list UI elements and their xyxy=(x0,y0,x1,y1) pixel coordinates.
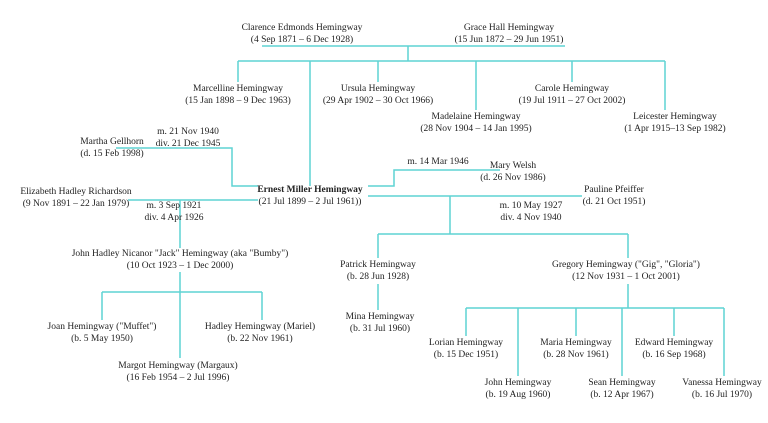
person-dates: (4 Sep 1871 – 6 Dec 1928) xyxy=(250,35,354,45)
person-name: Ursula Hemingway xyxy=(340,84,416,94)
person-name: Gregory Hemingway ("Gig", "Gloria") xyxy=(552,260,700,270)
divorce-date: div. 21 Dec 1945 xyxy=(155,139,221,149)
divorce-date: div. 4 Nov 1940 xyxy=(500,213,562,223)
person-dates: (12 Nov 1931 – 1 Oct 2001) xyxy=(572,272,680,282)
person-dates: (d. 21 Oct 1951) xyxy=(582,197,646,207)
person-carole: Carole Hemingway (19 Jul 1911 – 27 Oct 2… xyxy=(519,83,626,107)
person-name: Clarence Edmonds Hemingway xyxy=(241,23,363,33)
person-madelaine: Madelaine Hemingway (28 Nov 1904 – 14 Ja… xyxy=(420,111,531,135)
marriage-label-elizabeth: m. 3 Sep 1921 div. 4 Apr 1926 xyxy=(144,200,203,224)
person-martha: Martha Gellhorn (d. 15 Feb 1998) xyxy=(80,136,144,160)
person-dates: (b. 16 Sep 1968) xyxy=(642,350,706,360)
marriage-label-mary: m. 14 Mar 1946 xyxy=(407,156,468,168)
person-name: Carole Hemingway xyxy=(534,84,610,94)
person-name: Elizabeth Hadley Richardson xyxy=(20,187,132,197)
person-ursula: Ursula Hemingway (29 Apr 1902 – 30 Oct 1… xyxy=(323,83,433,107)
marriage-date: m. 14 Mar 1946 xyxy=(407,157,469,167)
person-mary: Mary Welsh (d. 26 Nov 1986) xyxy=(480,160,545,184)
person-dates: (d. 15 Feb 1998) xyxy=(80,149,144,159)
person-dates: (9 Nov 1891 – 22 Jan 1979) xyxy=(22,199,130,209)
marriage-date: m. 3 Sep 1921 xyxy=(146,201,202,211)
person-name: John Hadley Nicanor "Jack" Hemingway (ak… xyxy=(71,249,289,259)
person-name: Martha Gellhorn xyxy=(80,137,144,147)
person-marcelline: Marcelline Hemingway (15 Jan 1898 – 9 De… xyxy=(185,83,291,107)
person-dates: (19 Jul 1911 – 27 Oct 2002) xyxy=(518,96,626,106)
person-pauline: Pauline Pfeiffer (d. 21 Oct 1951) xyxy=(583,184,646,208)
person-name: Mina Hemingway xyxy=(345,312,415,322)
person-dates: (d. 26 Nov 1986) xyxy=(480,173,546,183)
person-name: Lorian Hemingway xyxy=(428,338,504,348)
person-name: Vanessa Hemingway xyxy=(682,378,762,388)
elizabeth-marriage-connector xyxy=(128,199,258,248)
person-name: Grace Hall Hemingway xyxy=(463,23,555,33)
person-name: Leicester Hemingway xyxy=(633,112,717,122)
person-elizabeth: Elizabeth Hadley Richardson (9 Nov 1891 … xyxy=(20,186,131,210)
person-name: Sean Hemingway xyxy=(588,378,656,388)
person-hadley: Hadley Hemingway (Mariel) (b. 22 Nov 196… xyxy=(205,321,315,345)
person-dates: (28 Nov 1904 – 14 Jan 1995) xyxy=(420,124,532,134)
person-name: Edward Hemingway xyxy=(634,338,714,348)
person-dates: (b. 5 May 1950) xyxy=(71,334,133,344)
person-name: Marcelline Hemingway xyxy=(193,84,283,94)
person-name: Pauline Pfeiffer xyxy=(584,185,644,195)
person-edward: Edward Hemingway (b. 16 Sep 1968) xyxy=(635,337,713,361)
person-jack: John Hadley Nicanor "Jack" Hemingway (ak… xyxy=(72,248,289,272)
person-dates: (29 Apr 1902 – 30 Oct 1966) xyxy=(322,96,434,106)
parents-children-connector xyxy=(237,45,666,186)
person-dates: (b. 12 Apr 1967) xyxy=(590,390,654,400)
person-name: Maria Hemingway xyxy=(540,338,612,348)
marriage-label-pauline: m. 10 May 1927 div. 4 Nov 1940 xyxy=(500,200,563,224)
person-dates: (b. 15 Dec 1951) xyxy=(433,350,499,360)
person-john: John Hemingway (b. 19 Aug 1960) xyxy=(485,377,552,401)
person-name: Mary Welsh xyxy=(489,161,537,171)
person-dates: (10 Oct 1923 – 1 Dec 2000) xyxy=(126,261,234,271)
person-dates: (1 Apr 1915–13 Sep 1982) xyxy=(624,124,726,134)
person-dates: (b. 19 Aug 1960) xyxy=(485,390,551,400)
person-patrick: Patrick Hemingway (b. 28 Jun 1928) xyxy=(340,259,416,283)
person-margot: Margot Hemingway (Margaux) (16 Feb 1954 … xyxy=(118,360,237,384)
marriage-date: m. 10 May 1927 xyxy=(499,201,563,211)
person-dates: (b. 28 Nov 1961) xyxy=(543,350,609,360)
person-leicester: Leicester Hemingway (1 Apr 1915–13 Sep 1… xyxy=(624,111,725,135)
person-dates: (b. 16 Jul 1970) xyxy=(691,390,753,400)
person-dates: (15 Jun 1872 – 29 Jun 1951) xyxy=(454,35,564,45)
mary-marriage-connector xyxy=(368,169,500,187)
person-maria: Maria Hemingway (b. 28 Nov 1961) xyxy=(540,337,612,361)
person-dates: (b. 28 Jun 1928) xyxy=(346,272,410,282)
divorce-date: div. 4 Apr 1926 xyxy=(144,213,204,223)
marriage-date: m. 21 Nov 1940 xyxy=(157,127,219,137)
person-name: John Hemingway xyxy=(484,378,552,388)
person-name: Hadley Hemingway (Mariel) xyxy=(204,322,316,332)
person-grace: Grace Hall Hemingway (15 Jun 1872 – 29 J… xyxy=(455,22,564,46)
person-vanessa: Vanessa Hemingway (b. 16 Jul 1970) xyxy=(682,377,761,401)
person-name: Joan Hemingway ("Muffet") xyxy=(47,322,157,332)
person-lorian: Lorian Hemingway (b. 15 Dec 1951) xyxy=(429,337,503,361)
person-dates: (15 Jan 1898 – 9 Dec 1963) xyxy=(185,96,291,106)
person-dates: (b. 22 Nov 1961) xyxy=(227,334,293,344)
jack-children-connector xyxy=(101,272,263,358)
person-name: Madelaine Hemingway xyxy=(431,112,521,122)
person-name: Ernest Miller Hemingway xyxy=(257,185,363,195)
gregory-children-connector xyxy=(465,284,725,376)
person-ernest: Ernest Miller Hemingway (21 Jul 1899 – 2… xyxy=(257,184,362,208)
person-dates: (b. 31 Jul 1960) xyxy=(349,324,411,334)
person-name: Margot Hemingway (Margaux) xyxy=(118,361,238,371)
marriage-label-martha: m. 21 Nov 1940 div. 21 Dec 1945 xyxy=(156,126,221,150)
person-gregory: Gregory Hemingway ("Gig", "Gloria") (12 … xyxy=(552,259,700,283)
person-dates: (16 Feb 1954 – 2 Jul 1996) xyxy=(126,373,230,383)
person-clarence: Clarence Edmonds Hemingway (4 Sep 1871 –… xyxy=(242,22,363,46)
person-dates: (21 Jul 1899 – 2 Jul 1961)) xyxy=(258,197,362,207)
person-mina: Mina Hemingway (b. 31 Jul 1960) xyxy=(346,311,415,335)
person-joan: Joan Hemingway ("Muffet") (b. 5 May 1950… xyxy=(48,321,157,345)
martha-marriage-connector xyxy=(116,147,258,187)
person-sean: Sean Hemingway (b. 12 Apr 1967) xyxy=(588,377,655,401)
person-name: Patrick Hemingway xyxy=(340,260,416,270)
pauline-marriage-connector xyxy=(368,195,629,258)
